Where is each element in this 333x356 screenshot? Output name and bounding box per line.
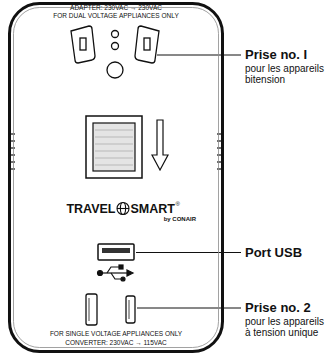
usb-branch bbox=[107, 267, 119, 273]
housing-outline bbox=[8, 2, 224, 353]
slot-insert bbox=[144, 38, 150, 50]
texture-line bbox=[95, 165, 133, 166]
brand-byline: by CONAIR bbox=[164, 216, 196, 223]
brand-word: TRAVEL bbox=[66, 202, 115, 216]
registered-mark: ® bbox=[175, 201, 179, 208]
slider-texture bbox=[95, 130, 133, 165]
usb-trunk bbox=[101, 272, 128, 273]
usb-symbol bbox=[98, 265, 134, 281]
single-voltage-outlet bbox=[86, 294, 135, 325]
usb-root bbox=[98, 271, 103, 276]
housing-inner-edge bbox=[14, 8, 219, 348]
callout-title: Port USB bbox=[245, 245, 331, 260]
leader-line bbox=[136, 252, 241, 253]
voltage-switch bbox=[86, 116, 168, 178]
texture-line bbox=[95, 137, 133, 138]
housing-border bbox=[10, 4, 223, 352]
direction-arrow bbox=[152, 120, 168, 170]
usage-note: FOR SINGLE VOLTAGE APPLIANCES ONLY bbox=[50, 330, 182, 337]
usb-tongue bbox=[102, 248, 130, 253]
globe-equator bbox=[117, 208, 129, 209]
brand-word: SMART bbox=[131, 202, 175, 216]
voltage-note: CONVERTER: 230VAC → 115VAC bbox=[65, 339, 166, 346]
callout-title: Prise no. 2 bbox=[245, 300, 331, 315]
usb-socket bbox=[98, 244, 134, 260]
outlet-slot bbox=[126, 296, 135, 323]
ground-hole bbox=[107, 62, 123, 78]
adapter-housing: ADAPTER: 230VAC → 230VACFOR DUAL VOLTAGE… bbox=[8, 2, 224, 353]
globe-circle bbox=[117, 203, 129, 215]
pin-hole bbox=[112, 31, 119, 38]
slot-detail bbox=[129, 300, 130, 319]
switch-frame bbox=[86, 116, 142, 178]
usage-note: FOR DUAL VOLTAGE APPLIANCES ONLY bbox=[53, 12, 178, 19]
usb-branch bbox=[111, 273, 121, 279]
callout-title: Prise no. I bbox=[245, 47, 331, 62]
usb-square bbox=[119, 265, 123, 269]
outlet-slot bbox=[135, 26, 159, 63]
leader-lines bbox=[136, 55, 241, 308]
slot-insert bbox=[80, 38, 86, 50]
slot-detail bbox=[89, 298, 90, 321]
callout-note: pour les appareils bitension bbox=[245, 63, 331, 85]
texture-line bbox=[95, 158, 133, 159]
voltage-note: ADAPTER: 230VAC → 230VAC bbox=[70, 4, 162, 11]
switch-slider bbox=[93, 123, 135, 171]
texture-line bbox=[95, 130, 133, 131]
pin-hole bbox=[112, 43, 119, 50]
texture-line bbox=[95, 144, 133, 145]
outlet-slot bbox=[86, 294, 97, 325]
callout-note: pour les appareils à tension unique bbox=[245, 316, 331, 338]
usb-dot bbox=[121, 277, 125, 281]
logo-globe bbox=[117, 203, 129, 215]
leader-line bbox=[137, 308, 241, 309]
usb-arrowhead bbox=[127, 270, 133, 276]
usb-port bbox=[98, 244, 134, 260]
outlet-slot bbox=[71, 26, 95, 63]
texture-line bbox=[95, 151, 133, 152]
leader-line bbox=[157, 55, 241, 56]
dual-voltage-outlet bbox=[71, 26, 159, 78]
